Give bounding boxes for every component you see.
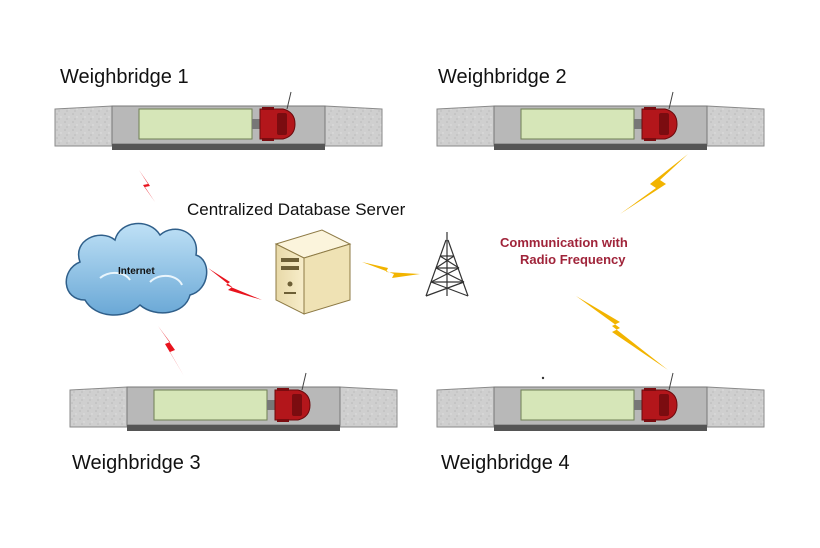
server-tower-icon <box>274 229 352 315</box>
weighbridge-4-label: Weighbridge 4 <box>441 452 570 474</box>
weighbridge-1 <box>54 91 383 151</box>
cloud-icon <box>65 222 208 316</box>
server-label: Centralized Database Server <box>187 200 406 219</box>
lightning-bolt-icon <box>362 262 420 278</box>
weighbridge-2 <box>436 91 765 151</box>
weighbridge-3-label: Weighbridge 3 <box>72 452 201 474</box>
lightning-bolt-icon <box>208 268 262 300</box>
lightning-bolt-icon <box>576 296 668 370</box>
radio-frequency-label: Communication with Radio Frequency <box>500 234 670 268</box>
lightning-bolt-icon <box>139 170 155 202</box>
radio-tower-icon <box>425 232 469 297</box>
lightning-bolt-icon <box>158 326 184 376</box>
radio-label-line1: Communication with <box>500 235 628 250</box>
internet-label: Internet <box>118 266 155 277</box>
weighbridge-4 <box>436 372 765 432</box>
radio-label-line2: Radio Frequency <box>520 252 626 267</box>
lightning-bolt-icon <box>620 154 688 214</box>
weighbridge-1-label: Weighbridge 1 <box>60 66 189 88</box>
weighbridge-2-label: Weighbridge 2 <box>438 66 567 88</box>
weighbridge-3 <box>69 372 398 432</box>
